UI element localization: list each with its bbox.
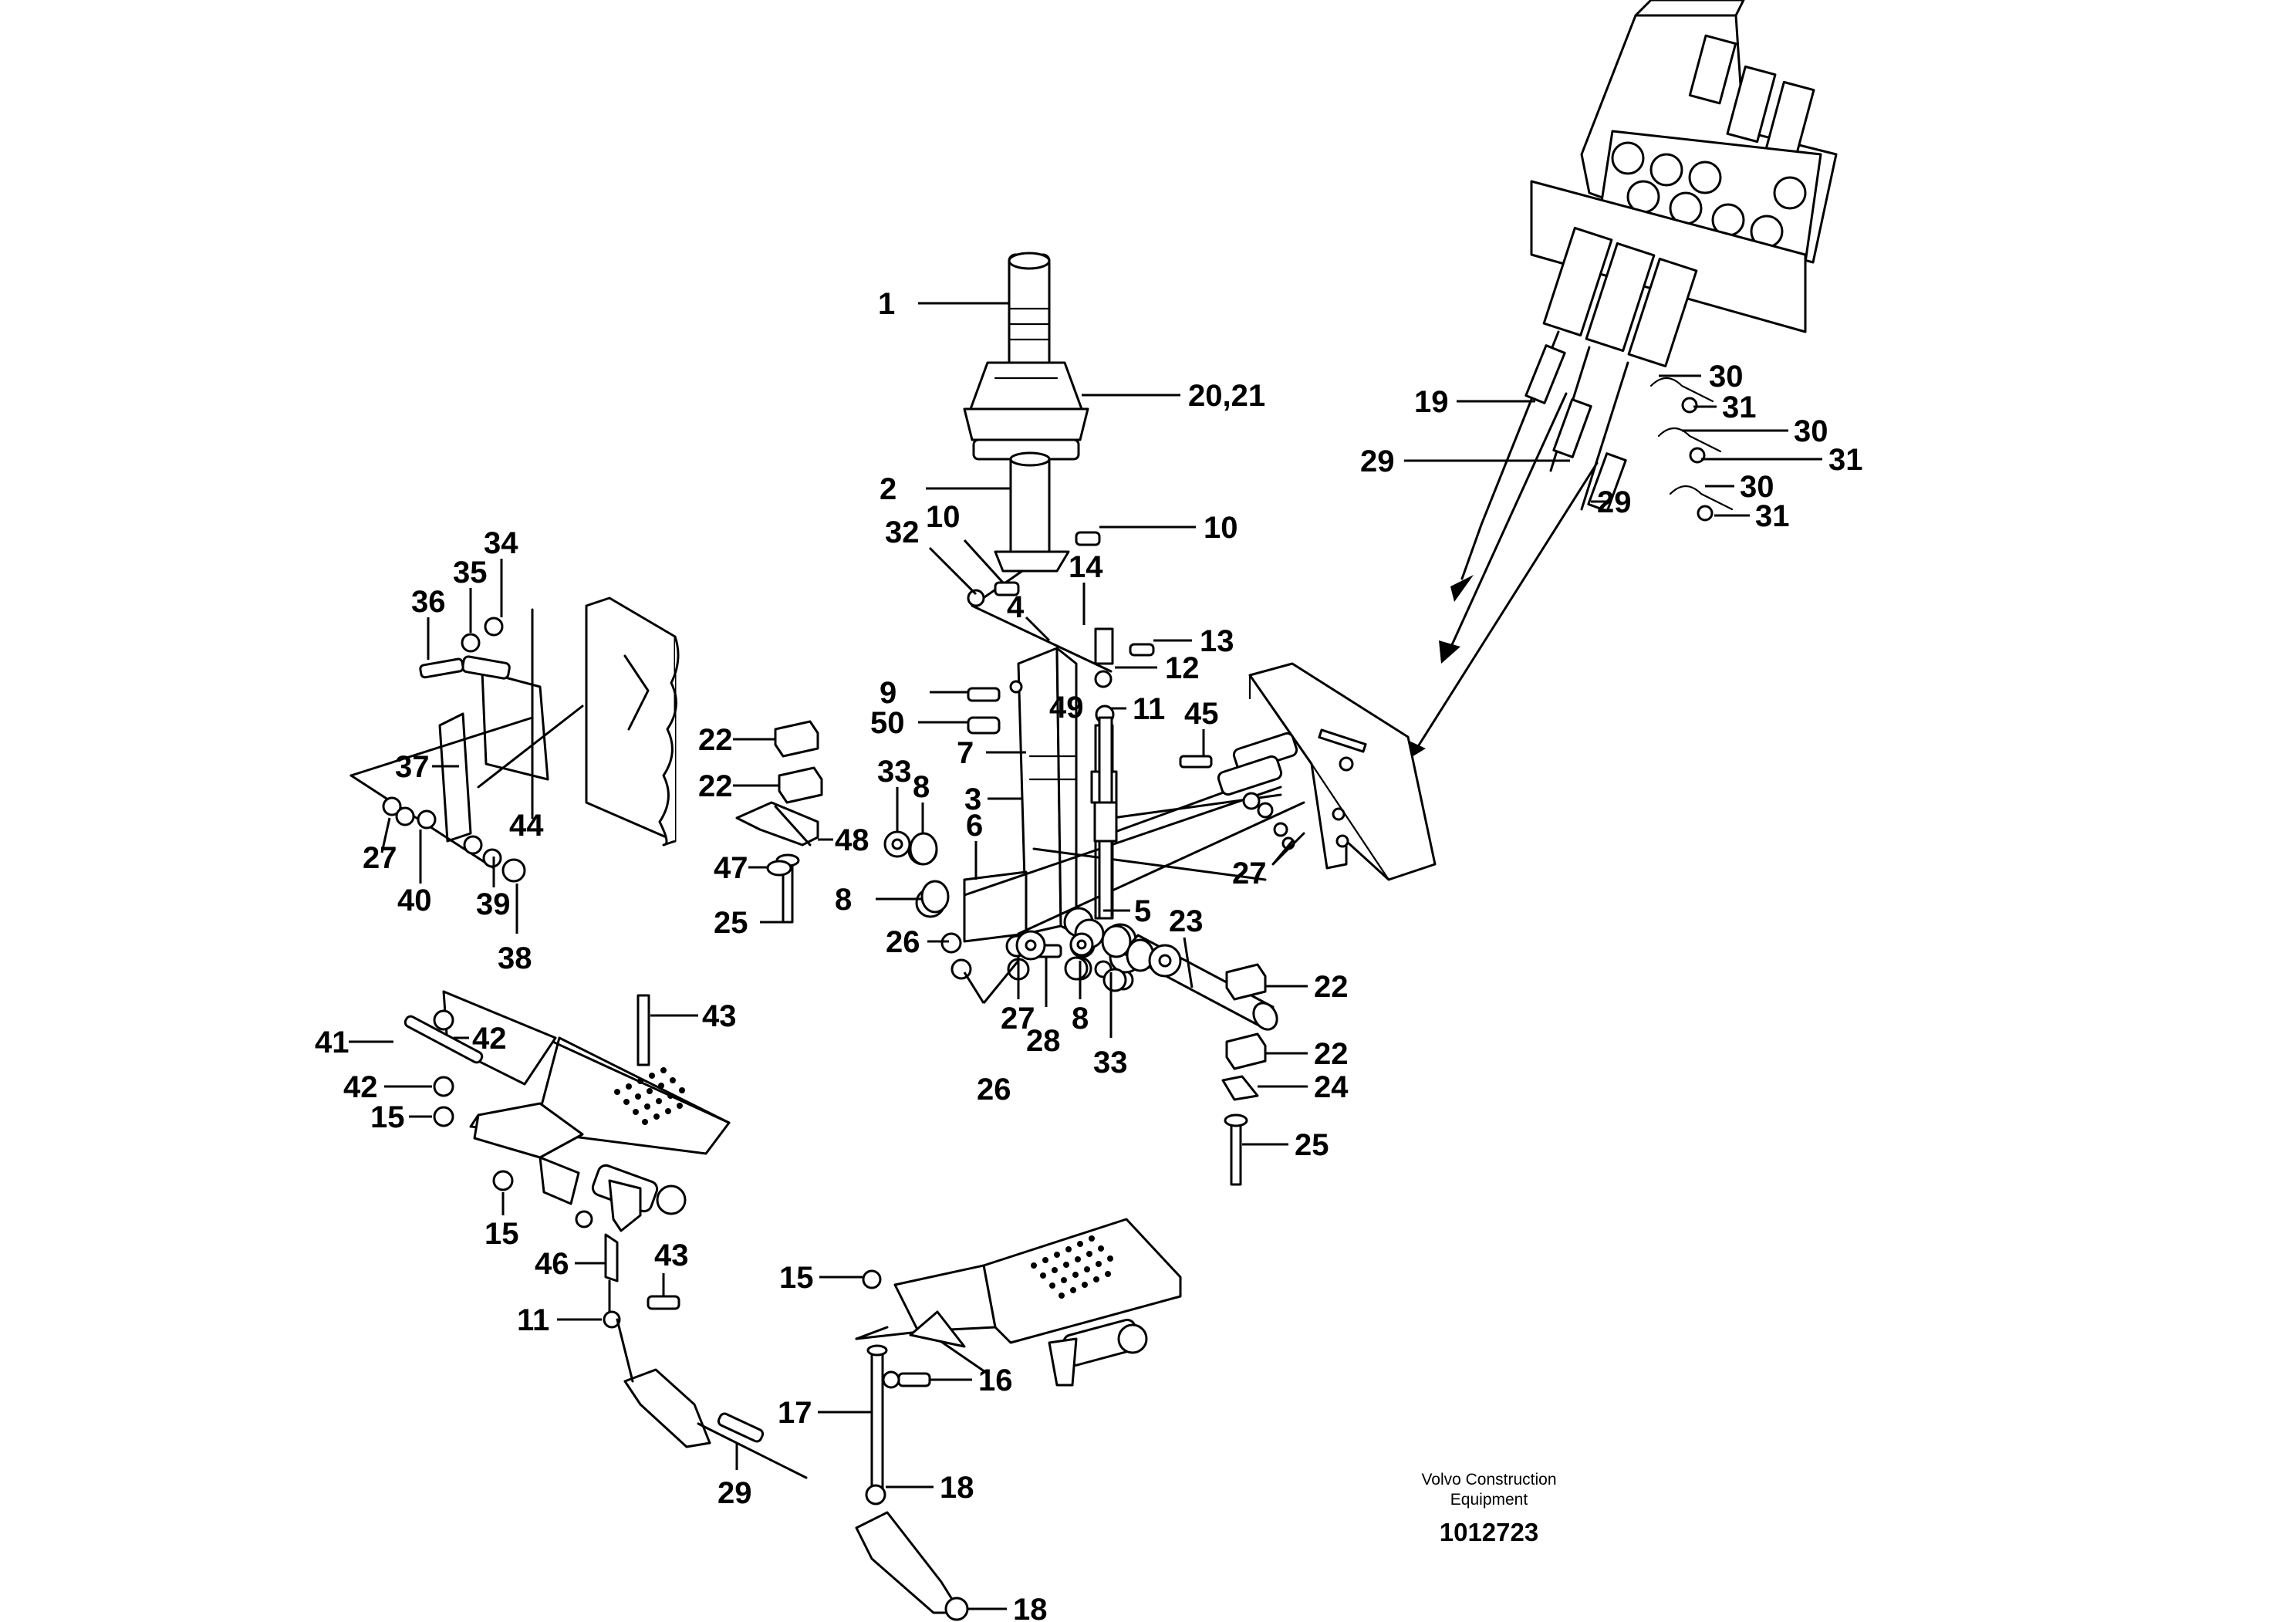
center-pedal-holes	[1031, 1235, 1113, 1299]
callout-label: 29	[1360, 444, 1395, 478]
callout-label: 33	[877, 755, 912, 789]
callout-label: 43	[702, 999, 737, 1033]
callout-label: 38	[498, 941, 532, 975]
callout-label: 22	[698, 723, 733, 757]
callout-label: 49	[1049, 691, 1084, 725]
lever-tube	[994, 451, 1070, 573]
callout-label: 48	[835, 823, 869, 857]
callout-label: 17	[778, 1396, 812, 1430]
clamps	[735, 720, 1267, 1186]
callout-label: 11	[517, 1303, 549, 1337]
callout-label: 8	[1072, 1002, 1089, 1036]
callout-label: 4	[1007, 590, 1025, 624]
callout-label: 22	[1314, 1037, 1349, 1071]
callout-label: 8	[913, 770, 930, 804]
callout-label: 11	[1133, 692, 1165, 726]
callout-label: 19	[1414, 385, 1449, 419]
callout-label: 39	[476, 887, 511, 921]
callout-label: 44	[509, 809, 544, 843]
callout-label: 29	[718, 1476, 752, 1510]
callout-label: 33	[1093, 1046, 1128, 1080]
callout-label: 7	[957, 736, 974, 770]
callout-label: 6	[966, 809, 983, 843]
callout-label: 45	[1184, 697, 1219, 731]
callout-label: 42	[472, 1022, 507, 1056]
callout-label: 30	[1740, 470, 1774, 504]
callout-label: 35	[453, 556, 488, 590]
callout-label: 30	[1794, 414, 1828, 448]
callout-label: 42	[343, 1070, 378, 1104]
callout-label: 12	[1165, 651, 1200, 685]
control-rod	[1093, 716, 1118, 920]
callout-label: 27	[1232, 857, 1267, 890]
callout-label: 18	[940, 1471, 974, 1505]
control-cables	[1400, 330, 1734, 764]
callout-label: 32	[885, 515, 920, 549]
callout-label: 30	[1709, 360, 1744, 394]
callout-label: 40	[397, 884, 432, 917]
callout-label: 10	[1204, 511, 1238, 545]
callout-label: 15	[370, 1100, 405, 1134]
callout-label: 50	[870, 706, 905, 740]
left-panel	[349, 596, 680, 883]
callout-label: 25	[714, 906, 748, 940]
callout-label: 34	[484, 526, 518, 560]
callout-label: 27	[1001, 1002, 1035, 1036]
callout-label: 31	[1755, 499, 1790, 533]
callout-label: 22	[698, 769, 733, 803]
callout-label: 29	[1597, 485, 1632, 519]
center-pedal	[855, 1218, 1182, 1621]
callout-label: 18	[1013, 1593, 1048, 1622]
callout-label: 27	[363, 841, 397, 875]
control-valve-block	[1530, 0, 1838, 368]
callout-label: 37	[395, 750, 430, 784]
washers-bushings	[883, 830, 1182, 978]
callout-label: 26	[886, 925, 920, 959]
callout-label: 2	[880, 472, 896, 506]
callout-label: 25	[1295, 1128, 1329, 1162]
callout-label: 16	[978, 1363, 1013, 1397]
callout-label: 31	[1722, 390, 1757, 424]
illustration-number: 1012723	[1439, 1518, 1539, 1546]
callout-label: 46	[535, 1247, 569, 1281]
callout-label: 9	[880, 676, 896, 710]
callout-label: 20,21	[1188, 379, 1265, 413]
lever-knob	[1008, 252, 1051, 372]
callout-label: 15	[485, 1217, 519, 1251]
callout-label: 22	[1314, 970, 1349, 1004]
callout-label: 14	[1069, 550, 1103, 584]
left-pedal-holes	[614, 1067, 685, 1125]
publisher-credit: Volvo Construction Equipment 1012723	[1373, 1470, 1605, 1547]
right-mount-bracket	[1179, 662, 1437, 881]
callout-label: 8	[835, 883, 852, 917]
callout-label: 10	[926, 500, 961, 534]
credit-line-2: Equipment	[1450, 1491, 1528, 1509]
callout-label: 43	[654, 1238, 689, 1272]
callout-label: 13	[1200, 624, 1234, 658]
callouts: 1 20,21 2 10 10 32 14 4 13 9 12 49 11 50…	[315, 287, 1863, 1622]
callout-label: 3	[964, 782, 981, 816]
callout-label: 5	[1134, 894, 1151, 928]
callout-label: 1	[878, 287, 895, 321]
callout-label: 28	[1026, 1024, 1061, 1058]
callout-label: 15	[779, 1261, 814, 1295]
callout-label: 47	[714, 851, 748, 885]
callout-label: 41	[315, 1026, 349, 1059]
lever-boot	[963, 361, 1089, 461]
left-pedal	[403, 990, 731, 1329]
callout-label: 24	[1314, 1070, 1349, 1104]
callout-label: 23	[1169, 904, 1204, 938]
credit-line-1: Volvo Construction	[1421, 1471, 1557, 1489]
callout-label: 36	[411, 585, 446, 619]
callout-label: 26	[977, 1073, 1011, 1107]
callout-label: 31	[1828, 443, 1863, 477]
left-pedal-cable	[616, 1318, 808, 1479]
